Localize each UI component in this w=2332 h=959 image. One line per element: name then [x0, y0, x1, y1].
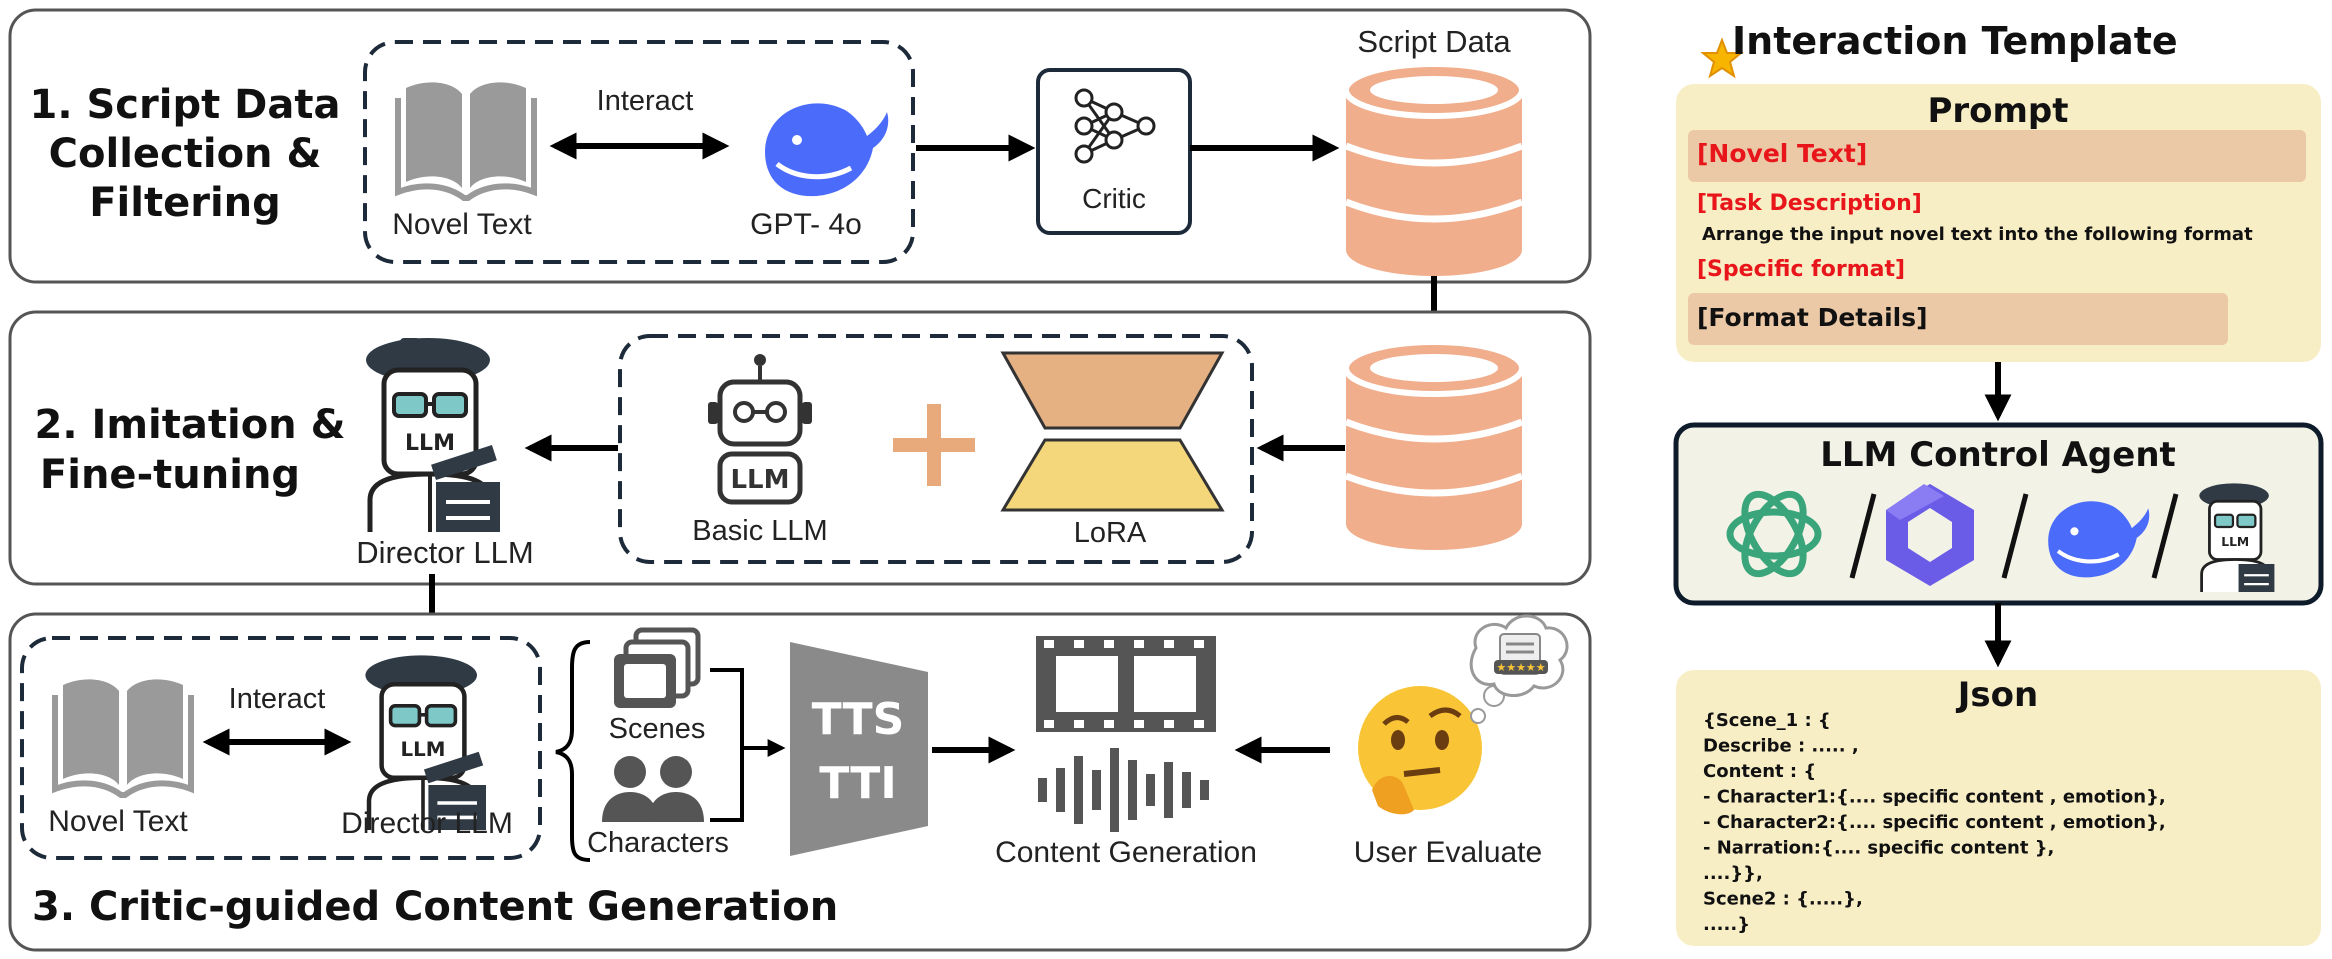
stage1-interact-label: Interact [597, 85, 694, 117]
robot-icon: LLM [708, 354, 812, 505]
stage3-interact-label: Interact [229, 683, 326, 715]
whale-icon [765, 103, 889, 197]
prompt-title: Prompt [1927, 91, 2068, 131]
task-description-tag: [Task Description] [1697, 191, 1922, 216]
specific-format-tag: [Specific format] [1697, 257, 1905, 282]
agent-llm-badge: LLM [2221, 535, 2249, 549]
template-title: Interaction Template [1732, 19, 2178, 63]
director-llm-badge: LLM [405, 431, 455, 456]
novel-text-tag-bg [1688, 130, 2306, 182]
content-generation-label: Content Generation [995, 836, 1257, 869]
task-description-text: Arrange the input novel text into the fo… [1702, 224, 2253, 245]
json-line: ....}}, [1703, 863, 1763, 884]
stage3-director-label: Director LLM [341, 807, 513, 840]
tts-label: TTS [812, 694, 905, 745]
training-database-icon [1343, 339, 1525, 550]
waveform-icon [1038, 748, 1209, 832]
json-line: Scene2 : {.....}, [1703, 889, 1863, 910]
stage1-novel-text-label: Novel Text [392, 208, 532, 241]
json-line: - Narration:{.... specific content }, [1703, 838, 2054, 859]
lora-icon [1000, 351, 1225, 512]
characters-connector [710, 748, 744, 822]
stage2-title-line1: 2. Imitation & [35, 402, 346, 448]
qwen-icon [1886, 484, 1974, 586]
openai-icon [1726, 490, 1822, 578]
director-llm-badge: LLM [401, 738, 446, 761]
separator-slash [2151, 493, 2179, 579]
svg-text:★★★★★: ★★★★★ [1496, 661, 1545, 674]
separator-slash [1849, 493, 1877, 579]
scenes-icon [614, 627, 701, 708]
stage1-title-line1: 1. Script Data [30, 82, 341, 128]
stage1-gpt-label: GPT- 4o [750, 208, 862, 241]
json-line: .....} [1703, 914, 1750, 935]
thinking-face-icon: ★★★★★ [1358, 614, 1569, 815]
brace [555, 640, 591, 862]
critic-label: Critic [1082, 183, 1146, 214]
characters-icon [602, 756, 704, 822]
user-evaluate-label: User Evaluate [1354, 836, 1542, 869]
stage1-interact-group [363, 40, 915, 264]
scenes-label: Scenes [609, 713, 706, 745]
finetune-group [618, 334, 1254, 564]
book-icon [52, 679, 194, 798]
script-data-label: Script Data [1357, 24, 1511, 59]
tti-label: TTI [819, 758, 896, 809]
stage1-title-line2: Collection & [49, 131, 322, 177]
format-details-tag: [Format Details] [1697, 303, 1928, 332]
json-content: {Scene_1 : { Describe : ..... , Content : … [1703, 710, 2166, 935]
stage3-interact-group [20, 636, 542, 860]
agent-title: LLM Control Agent [1820, 435, 2176, 475]
stage2-title-line2: Fine-tuning [40, 452, 300, 498]
plus-icon [893, 404, 975, 486]
stage1-title-line3: Filtering [89, 180, 281, 226]
film-strip-icon [1036, 636, 1216, 732]
separator-slash [2001, 493, 2029, 579]
basic-llm-badge: LLM [730, 465, 789, 495]
json-line: Describe : ..... , [1703, 736, 1859, 757]
tts-tti-block [790, 642, 928, 856]
json-line: Content : { [1703, 761, 1816, 782]
critic-box [1036, 68, 1192, 235]
format-details-bg [1688, 293, 2228, 345]
characters-label: Characters [587, 827, 729, 859]
lora-label: LoRA [1074, 517, 1147, 549]
director-llm-icon: LLM [2199, 483, 2275, 593]
json-box [1676, 670, 2321, 946]
stage2-director-label: Director LLM [356, 535, 533, 570]
star-icon [1700, 37, 1744, 79]
json-line: - Character1:{.... specific content , em… [1703, 787, 2166, 808]
basic-llm-label: Basic LLM [692, 515, 827, 547]
json-line: {Scene_1 : { [1703, 710, 1831, 731]
book-icon [395, 82, 537, 201]
director-llm-icon: LLM [366, 338, 500, 532]
neural-network-icon [1074, 88, 1156, 164]
stage3-novel-text-label: Novel Text [48, 805, 188, 838]
scenes-connector [710, 668, 744, 748]
json-title: Json [1956, 675, 2038, 715]
stage3-title: 3. Critic-guided Content Generation [32, 884, 838, 930]
deepseek-icon [2048, 501, 2150, 578]
director-llm-icon: LLM [365, 655, 486, 831]
novel-text-tag: [Novel Text] [1697, 139, 1867, 168]
script-data-database-icon [1343, 61, 1525, 276]
json-line: - Character2:{.... specific content , em… [1703, 812, 2166, 833]
